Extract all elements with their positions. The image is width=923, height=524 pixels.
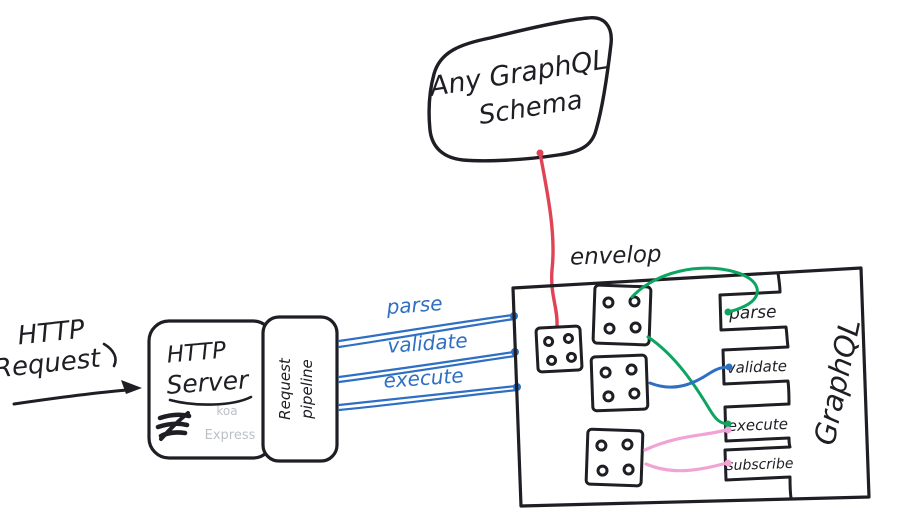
schema-connector — [536, 149, 559, 328]
request-arrow-shaft — [12, 388, 129, 406]
flow-line-validate-2 — [337, 354, 517, 384]
koa-label: koa — [216, 404, 237, 418]
pipeline-box-outline — [261, 315, 339, 463]
http-request-label-line2: Request — [0, 343, 103, 384]
tab-label-parse: parse — [728, 302, 777, 324]
request-pipeline-box: Request pipeline — [261, 315, 339, 463]
request-arrow-flourish — [102, 342, 117, 368]
envelop-box-outline — [511, 266, 871, 508]
connector-pink-execute — [643, 428, 729, 452]
tab-label-subscribe: subscribe — [726, 456, 794, 474]
server-title-line1: HTTP — [166, 337, 227, 368]
envelop-label: envelop — [570, 241, 662, 270]
plugin-die-bottom — [584, 427, 645, 488]
express-label: Express — [205, 428, 256, 443]
flow-line-validate — [337, 350, 516, 379]
connector-pink-subscribe-dot — [724, 459, 732, 467]
connector-green-parse — [630, 266, 759, 314]
pipeline-label-line1: Request — [276, 357, 294, 420]
flow-line-parse-2 — [337, 317, 516, 349]
connector-blue-validate — [648, 365, 730, 389]
flow-line-execute-2 — [337, 388, 519, 412]
tab-label-execute: execute — [727, 415, 788, 435]
tab-label-validate: validate — [726, 357, 787, 377]
flow-line-parse — [337, 313, 515, 343]
plugin-die-small — [534, 324, 584, 374]
flow-label-parse: parse — [385, 291, 443, 319]
plugin-dice — [534, 283, 653, 488]
pipeline-label-line2: pipeline — [298, 359, 316, 420]
connector-blue-validate-dot — [725, 363, 733, 371]
connector-pink-subscribe — [644, 461, 729, 473]
graphql-label: GraphQL — [807, 316, 867, 448]
flow-label-execute: execute — [383, 363, 465, 393]
schema-blob-outline — [427, 16, 613, 163]
request-arrow-head — [121, 380, 142, 394]
flow-line-execute — [337, 384, 518, 407]
flow-label-validate: validate — [387, 328, 469, 358]
connector-pink-execute-dot — [724, 426, 732, 434]
connector-green-parse-dot — [724, 308, 732, 316]
server-title-line2: Server — [166, 365, 252, 400]
flow-lines: parse validate execute — [337, 291, 521, 412]
connector-green-execute — [646, 335, 729, 426]
plugin-comb-edge — [718, 271, 793, 500]
http-request: HTTP Request — [0, 315, 142, 406]
http-server-box: HTTP Server koa Express — [147, 319, 275, 460]
schema-connector-line — [538, 151, 559, 328]
envelop-box: envelop parse validate execute subscribe… — [511, 241, 871, 508]
plugin-die-top — [591, 283, 653, 347]
http-request-label-line1: HTTP — [16, 315, 86, 352]
plugin-connectors — [630, 266, 759, 473]
plugin-die-middle — [589, 353, 650, 413]
server-title-underline — [168, 395, 253, 406]
schema-blob: Any GraphQL Schema — [426, 16, 613, 163]
connector-green-execute-dot — [724, 420, 732, 428]
express-logo-icon — [155, 411, 192, 441]
